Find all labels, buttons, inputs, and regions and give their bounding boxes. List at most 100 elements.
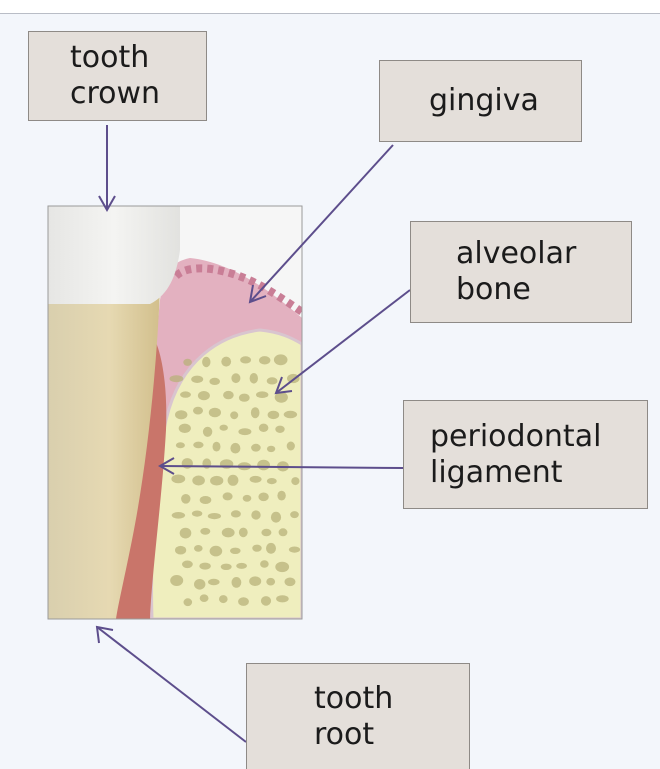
bone-pore bbox=[220, 459, 233, 468]
bone-pore bbox=[257, 460, 270, 471]
label-periodontal-ligament-text: periodontal ligament bbox=[430, 419, 601, 491]
label-tooth-crown-text: tooth crown bbox=[70, 40, 160, 112]
bone-pore bbox=[192, 476, 205, 486]
label-gingiva: gingiva bbox=[379, 60, 582, 142]
bone-pore bbox=[199, 563, 210, 570]
bone-pore bbox=[267, 377, 278, 384]
bone-pore bbox=[194, 545, 203, 552]
bone-pore bbox=[258, 493, 268, 502]
bone-pore bbox=[252, 545, 261, 552]
bone-pore bbox=[179, 424, 191, 433]
bone-pore bbox=[285, 578, 296, 587]
bone-pore bbox=[180, 391, 191, 397]
bone-pore bbox=[267, 478, 277, 484]
bone-pore bbox=[172, 512, 185, 519]
bone-pore bbox=[240, 356, 251, 363]
bone-pore bbox=[260, 560, 269, 568]
bone-pore bbox=[182, 561, 193, 569]
bone-pore bbox=[275, 562, 289, 572]
bone-pore bbox=[193, 407, 203, 415]
bone-pore bbox=[274, 354, 288, 365]
label-tooth-crown: tooth crown bbox=[28, 31, 207, 121]
bone-pore bbox=[231, 510, 241, 517]
bone-pore bbox=[191, 376, 203, 383]
label-gingiva-text: gingiva bbox=[429, 83, 539, 119]
bone-pore bbox=[213, 442, 221, 452]
bone-pore bbox=[249, 576, 261, 586]
bone-pore bbox=[267, 446, 275, 452]
bone-pore bbox=[209, 378, 220, 385]
bone-pore bbox=[203, 427, 212, 437]
bone-pore bbox=[275, 392, 288, 403]
bone-pore bbox=[230, 443, 240, 454]
bone-pore bbox=[175, 546, 186, 555]
bone-pore bbox=[200, 496, 212, 504]
bone-pore bbox=[194, 579, 205, 590]
label-alveolar-bone-text: alveolar bone bbox=[456, 236, 576, 308]
bone-pore bbox=[250, 476, 262, 483]
bone-pore bbox=[243, 495, 252, 502]
bone-pore bbox=[200, 594, 209, 602]
bone-pore bbox=[261, 529, 271, 537]
bone-pore bbox=[221, 564, 232, 570]
bone-pore bbox=[287, 442, 295, 451]
bone-pore bbox=[271, 512, 281, 523]
bone-pore bbox=[279, 528, 288, 536]
bone-pore bbox=[192, 510, 202, 516]
bone-pore bbox=[210, 476, 223, 486]
bone-pore bbox=[236, 563, 247, 569]
bone-pore bbox=[239, 394, 250, 402]
bone-pore bbox=[230, 411, 238, 419]
bone-pore bbox=[231, 373, 240, 383]
bone-pore bbox=[183, 359, 192, 366]
bone-pore bbox=[268, 411, 280, 419]
label-tooth-root-text: tooth root bbox=[314, 681, 393, 753]
bone-pore bbox=[230, 548, 241, 554]
bone-pore bbox=[170, 575, 183, 586]
bone-pore bbox=[277, 491, 285, 501]
label-periodontal-ligament: periodontal ligament bbox=[403, 400, 648, 509]
bone-pore bbox=[238, 597, 249, 606]
bone-pore bbox=[210, 546, 223, 557]
bone-pore bbox=[221, 357, 231, 367]
bone-pore bbox=[256, 391, 268, 398]
bone-pore bbox=[200, 528, 210, 535]
bone-pore bbox=[275, 426, 284, 433]
bone-pore bbox=[220, 425, 228, 431]
bone-pore bbox=[277, 461, 289, 471]
bone-pore bbox=[176, 442, 185, 448]
bone-pore bbox=[266, 578, 275, 586]
bone-pore bbox=[171, 475, 185, 484]
bone-pore bbox=[184, 598, 193, 606]
bone-pore bbox=[251, 444, 261, 452]
bone-pore bbox=[251, 510, 260, 519]
bone-pore bbox=[259, 424, 269, 432]
bone-pore bbox=[193, 442, 203, 449]
bone-pore bbox=[175, 410, 187, 419]
bone-pore bbox=[182, 458, 193, 469]
bone-pore bbox=[290, 511, 299, 518]
bone-pore bbox=[222, 528, 235, 538]
bone-pore bbox=[170, 375, 184, 382]
bone-pore bbox=[251, 407, 260, 418]
bone-pore bbox=[276, 595, 289, 602]
bone-pore bbox=[209, 408, 221, 418]
tooth-crown-enamel bbox=[48, 206, 180, 304]
bone-pore bbox=[266, 543, 276, 554]
bone-pore bbox=[291, 477, 299, 485]
bone-pore bbox=[259, 356, 270, 364]
bone-pore bbox=[289, 547, 300, 553]
bone-pore bbox=[198, 391, 210, 400]
label-alveolar-bone: alveolar bone bbox=[410, 221, 632, 323]
bone-pore bbox=[180, 528, 192, 539]
bone-pore bbox=[228, 475, 239, 486]
label-tooth-root: tooth root bbox=[246, 663, 470, 769]
bone-pore bbox=[202, 357, 210, 367]
bone-pore bbox=[261, 596, 271, 606]
bone-pore bbox=[202, 458, 211, 468]
bone-pore bbox=[223, 391, 234, 399]
bone-pore bbox=[239, 528, 248, 538]
bone-pore bbox=[208, 513, 221, 519]
bone-pore bbox=[219, 595, 228, 603]
bone-pore bbox=[181, 494, 190, 504]
